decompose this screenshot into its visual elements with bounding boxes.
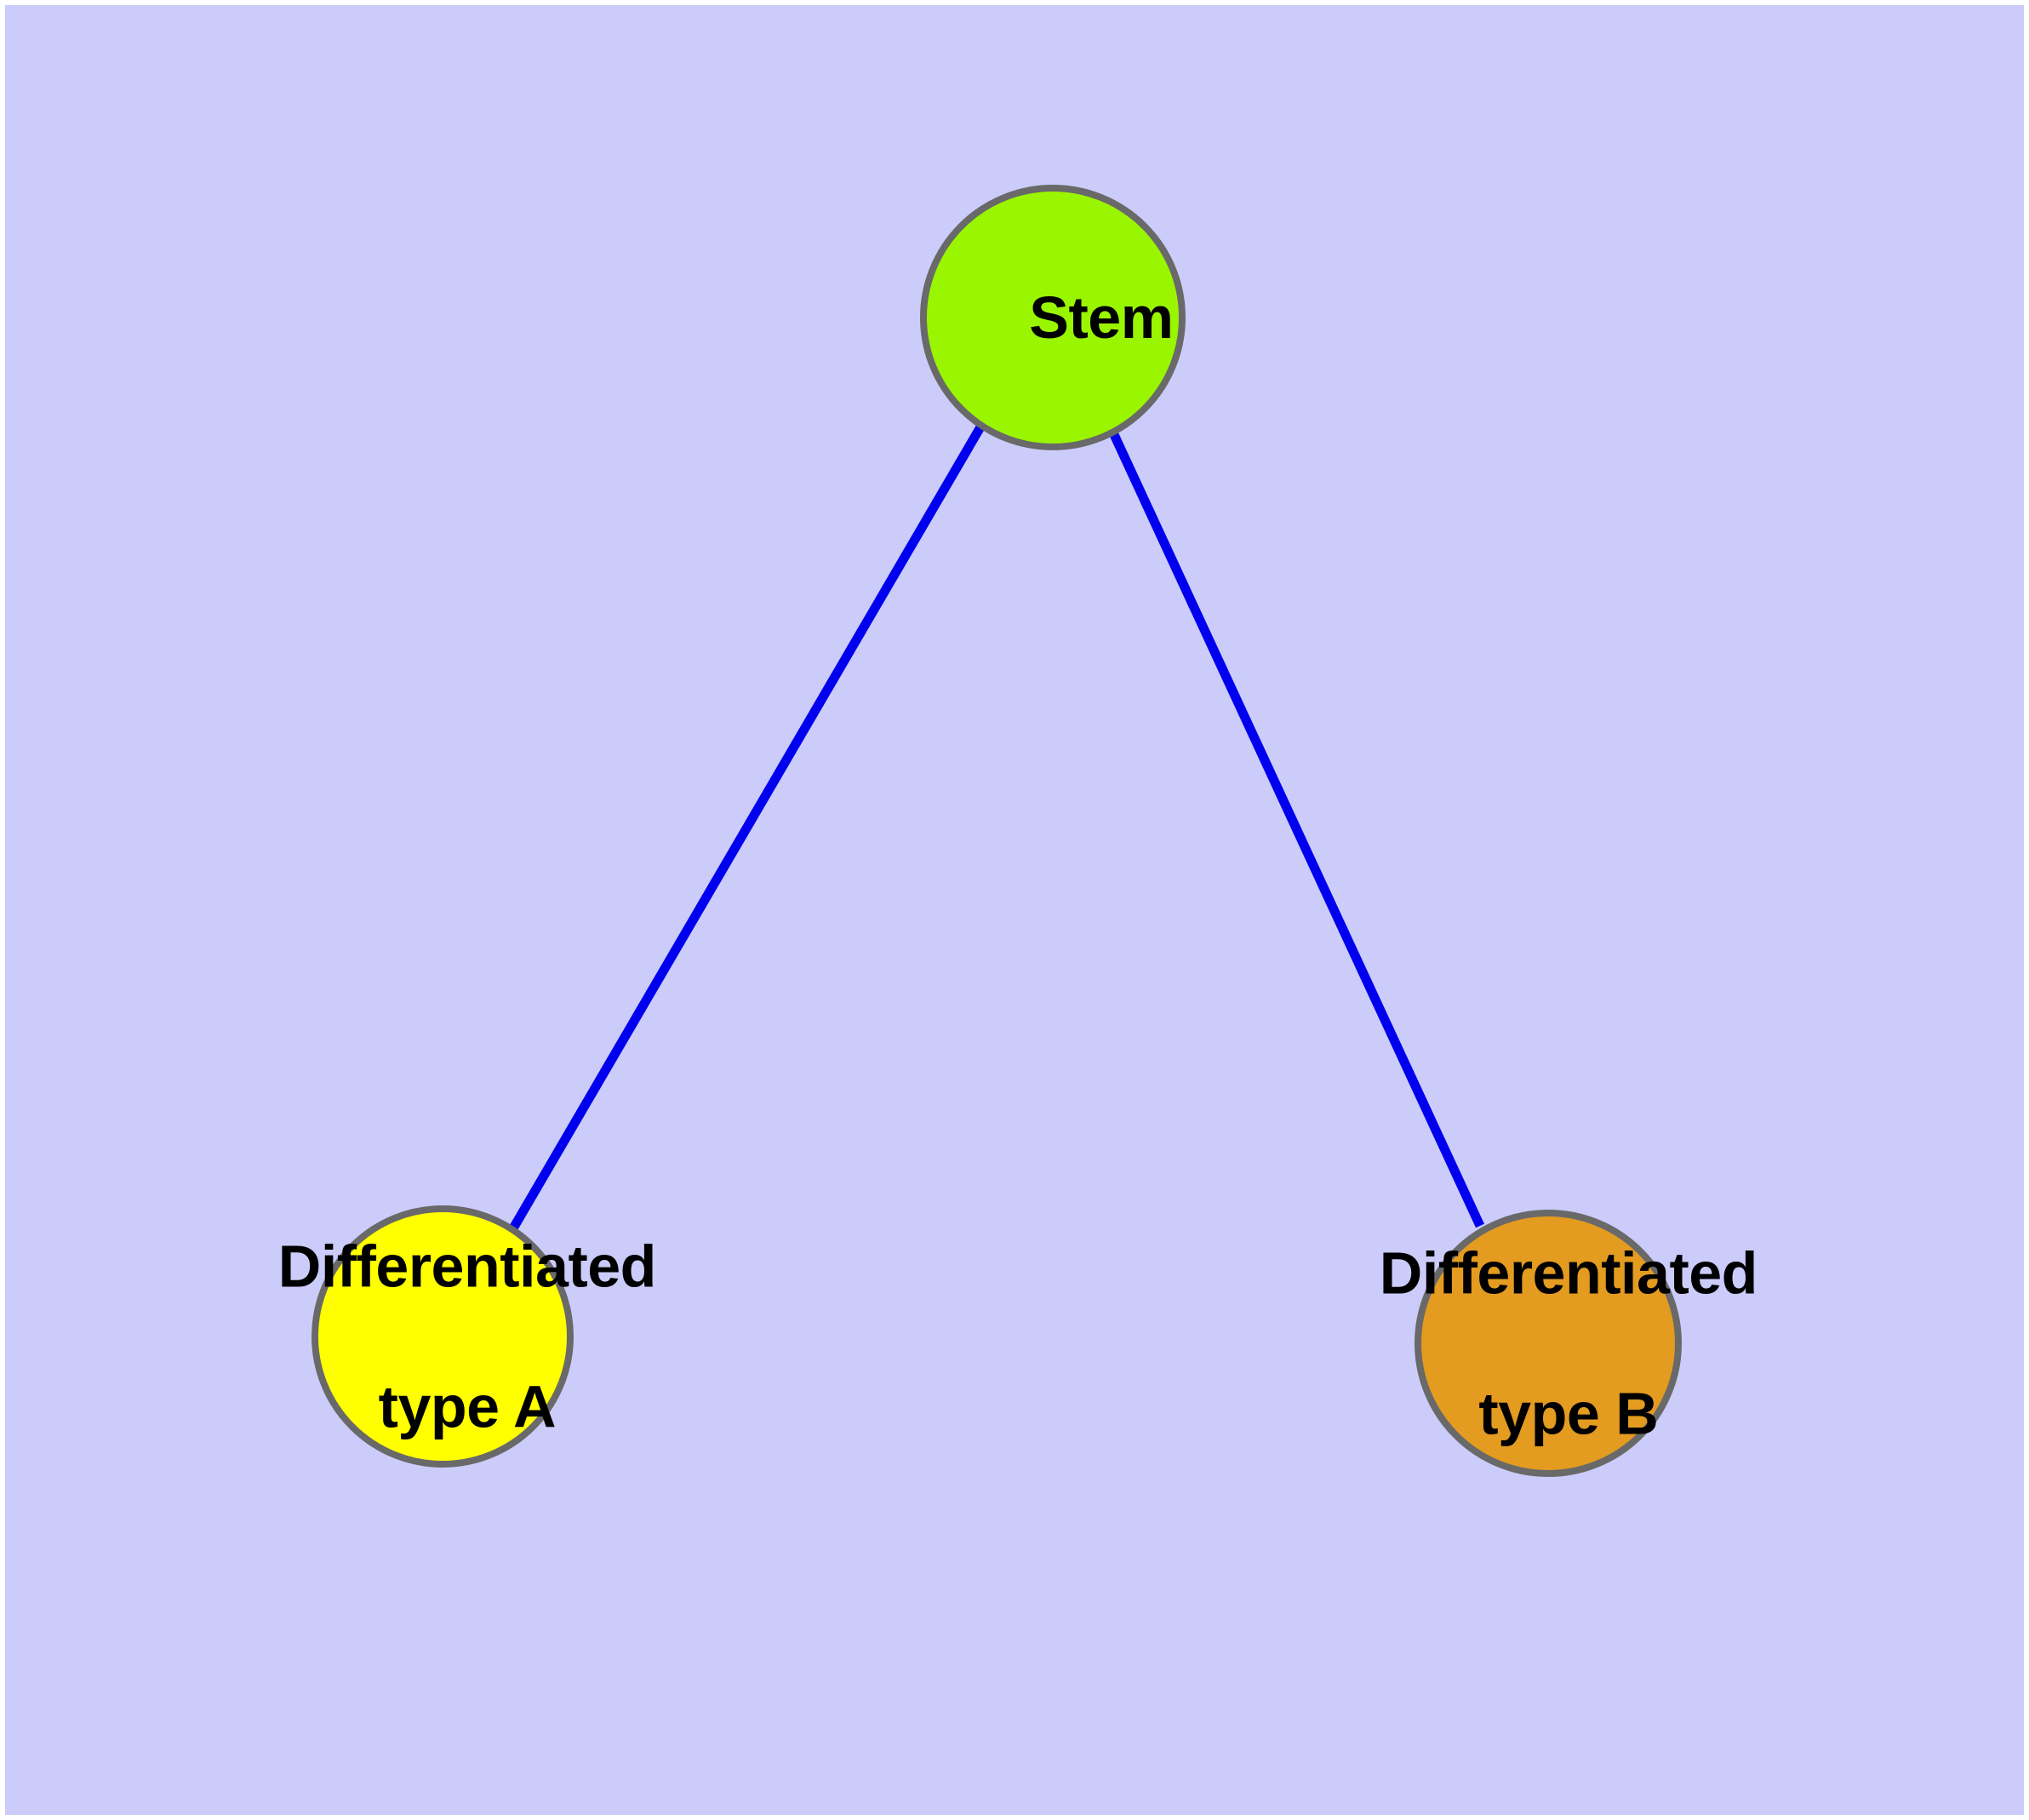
node-layer: [311, 185, 1682, 1477]
edge-layer: [509, 423, 1484, 1231]
node-circle-diff-b[interactable]: [1415, 1210, 1682, 1477]
edge-stem-to-diff-a[interactable]: [509, 423, 986, 1231]
edge-stem-to-diff-b[interactable]: [1107, 426, 1484, 1228]
node-circle-stem[interactable]: [920, 185, 1186, 450]
graph-svg: [311, 185, 1682, 1477]
diagram-canvas: Stem Differentiated type A Differentiate…: [5, 5, 2024, 1815]
node-circle-diff-a[interactable]: [311, 1205, 574, 1468]
